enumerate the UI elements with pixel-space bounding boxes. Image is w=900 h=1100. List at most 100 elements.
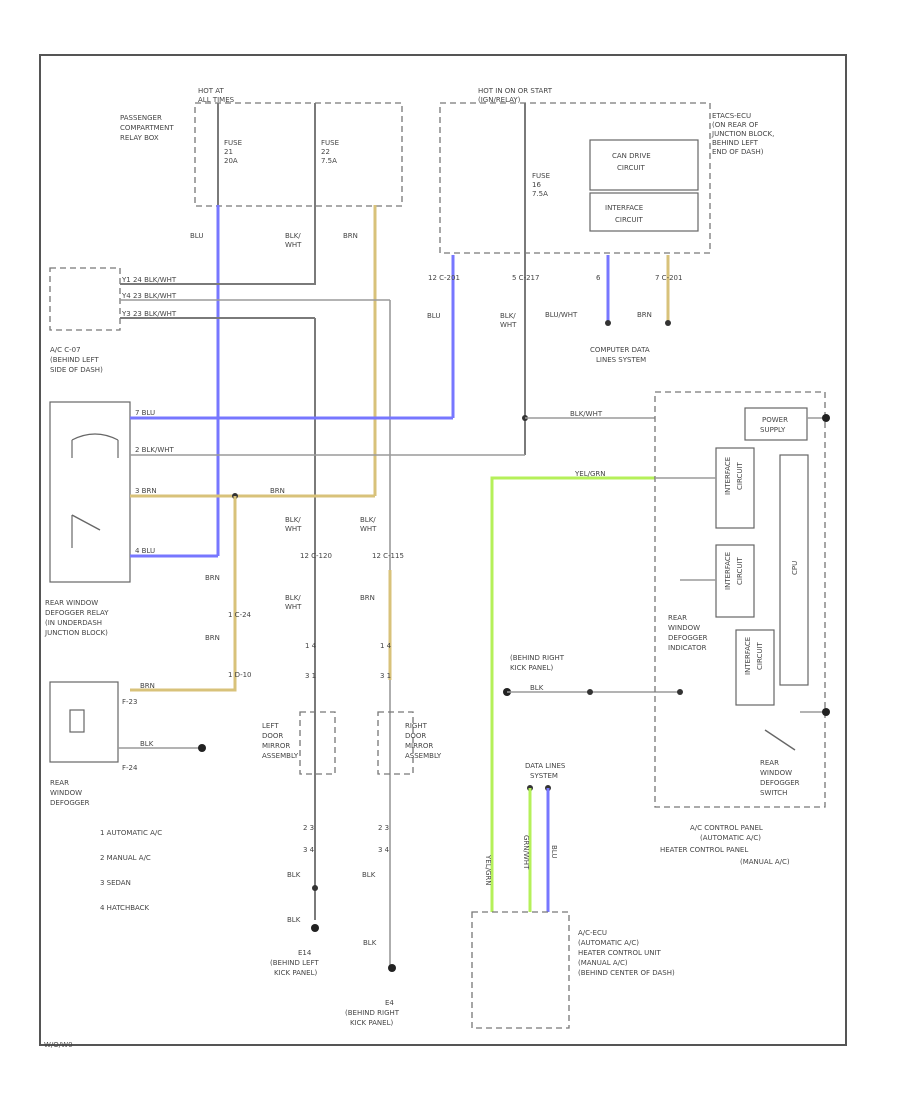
ld-mirror-1: LEFT [262,722,279,730]
fuse-16-label: FUSE [532,172,550,180]
fuse-22-label: FUSE [321,139,339,147]
defogger-relay-box [49,401,131,583]
legend-2: 2 MANUAL A/C [100,854,151,862]
blu-top: BLU [190,232,203,240]
rwdr-4: JUNCTION BLOCK) [44,629,108,637]
n23-label: 2 3 [303,824,314,832]
rwdi-4: INDICATOR [668,644,707,652]
rd-mirror-2: DOOR [405,732,426,740]
brn-etacs: BRN [637,311,652,319]
etacs-label-1: ETACS-ECU [712,112,751,120]
brn-v2: BRN [205,634,220,642]
hot-in-label-2: (IGN/RELAY) [478,96,521,104]
ac-c07-3: SIDE OF DASH) [50,366,103,374]
hot-at-label: HOT AT [198,87,225,95]
diagram-frame [39,54,847,1046]
blkwht-m1-1: BLK/ [285,516,301,524]
etacs-outline [439,102,711,254]
legend-3: 3 SEDAN [100,879,131,887]
blk-r1: BLK [363,939,377,947]
c115-label: 12 C-115 [372,552,404,560]
acp-3: HEATER CONTROL PANEL [660,846,748,854]
ic3-2: CIRCUIT [756,641,764,670]
rear-def-3: DEFOGGER [50,799,90,807]
fuse-21-label: FUSE [224,139,242,147]
rd-mirror-3: MIRROR [405,742,433,750]
blkwht-m2-2: WHT [360,525,377,533]
legend-4: 4 HATCHBACK [100,904,150,912]
relay-pin-4: 4 BLU [135,547,155,555]
c217-label: 5 C-217 [512,274,539,282]
control-panel-box [654,391,826,808]
brn-top: BRN [343,232,358,240]
blk-r2: BLK [530,684,544,692]
brn-m: BRN [360,594,375,602]
c120-label: 12 C-120 [300,552,332,560]
rwds-4: SWITCH [760,789,787,797]
rwds-2: WINDOW [760,769,792,777]
yel-grn-v: YEL/GRN [484,854,492,885]
ac-ecu-3: HEATER CONTROL UNIT [578,949,662,957]
fuse-16-amp: 7.5A [532,190,548,198]
c07-pin-3: Y3 23 BLK/WHT [121,310,177,318]
relay-pin-7: 7 BLU [135,409,155,417]
can-drive-2: CIRCUIT [617,164,646,172]
rwds-1: REAR [760,759,779,767]
power-supply-box [744,407,808,441]
data-lines-2: SYSTEM [530,772,558,780]
c201a-label: 12 C-201 [428,274,460,282]
n14-label: 1 4 [305,642,317,650]
acp-1: A/C CONTROL PANEL [690,824,763,832]
etacs-label-4: BEHIND LEFT [712,139,759,147]
c201b-label: 7 C-201 [655,274,682,282]
ac-c07-box [49,267,121,331]
ld-mirror-2: DOOR [262,732,283,740]
e14-1: E14 [298,949,312,957]
bluwht-etacs: BLU/WHT [545,311,578,319]
ld-mirror-3: MIRROR [262,742,290,750]
legend-1: 1 AUTOMATIC A/C [100,829,162,837]
blu-label-etacs: BLU [427,312,440,320]
e4-3: KICK PANEL) [350,1019,393,1027]
rear-def-1: REAR [50,779,69,787]
etacs-label-5: END OF DASH) [712,148,764,156]
relay-pin-2: 2 BLK/WHT [135,446,175,454]
e14-3: KICK PANEL) [274,969,317,977]
c201c-label: 6 [596,274,601,282]
blkwht-top-1: BLK/ [285,232,301,240]
ps-2: SUPPLY [760,426,786,434]
interface-circuit-2 [715,544,755,618]
ld-mirror-4: ASSEMBLY [262,752,299,760]
fuse-22-num: 22 [321,148,330,156]
blk-f: BLK [140,740,154,748]
c07-pin-2: Y4 23 BLK/WHT [121,292,177,300]
ic2-1: INTERFACE [724,552,732,590]
interface-circuit-3 [735,629,775,706]
f23-label: F-23 [122,698,137,706]
ic2-2: CIRCUIT [736,556,744,585]
relay-box-label-1: PASSENGER [120,114,162,122]
ac-c07-1: A/C C-07 [50,346,81,354]
brn-v: BRN [205,574,220,582]
rd-mirror-4: ASSEMBLY [405,752,442,760]
rwdi-3: DEFOGGER [668,634,708,642]
blkwht-top-2: WHT [285,241,302,249]
blk-g2: BLK [362,871,376,879]
etacs-label-2: (ON REAR OF [712,121,758,129]
left-mirror-box [299,711,336,775]
e14-2: (BEHIND LEFT [270,959,319,967]
blkwht-m3-2: WHT [285,603,302,611]
data-lines-1: DATA LINES [525,762,566,770]
c24-label: 1 C-24 [228,611,252,619]
rwdr-1: REAR WINDOW [45,599,98,607]
f24-label: F-24 [122,764,138,772]
blu-v: BLU [550,845,558,858]
ps-1: POWER [762,416,788,424]
rwdi-1: REAR [668,614,687,622]
blkwht-m2-1: BLK/ [360,516,376,524]
blkwht-m1-2: WHT [285,525,302,533]
hot-at-label-2: ALL TIMES [198,96,235,104]
e4-1: E4 [385,999,394,1007]
n34-label: 3 4 [303,846,315,854]
